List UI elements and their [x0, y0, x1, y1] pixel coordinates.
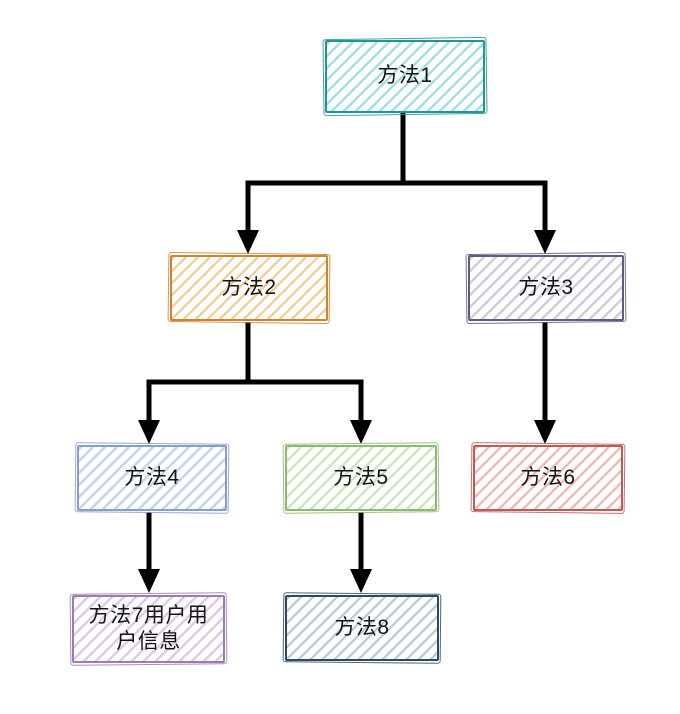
- edge-1-2-arrowhead-icon: [237, 230, 259, 254]
- edge-1-3-arrowhead-icon: [534, 230, 556, 254]
- edge-2-5: [245, 322, 364, 422]
- edge-3-6-arrowhead-icon: [534, 420, 556, 444]
- node-method-7: 方法7用户用户信息: [69, 592, 228, 666]
- node-label: 方法8: [334, 615, 390, 639]
- edge-1-3: [400, 112, 548, 232]
- node-method-1: 方法1: [322, 36, 488, 117]
- edge-5-8-arrowhead-icon: [350, 569, 372, 593]
- node-method-3: 方法3: [465, 252, 627, 324]
- node-label: 方法6: [520, 465, 576, 489]
- node-method-2: 方法2: [167, 252, 331, 324]
- edge-4-7-arrowhead-icon: [138, 569, 160, 593]
- edge-2-4: [146, 322, 251, 422]
- node-label: 方法4: [124, 465, 180, 489]
- node-method-4: 方法4: [74, 442, 230, 514]
- edge-2-5-arrowhead-icon: [350, 420, 372, 444]
- edge-2-4-arrowhead-icon: [138, 420, 160, 444]
- node-label: 方法7用户用户信息: [88, 603, 209, 653]
- node-method-5: 方法5: [282, 442, 440, 514]
- node-label: 方法3: [518, 275, 574, 299]
- node-label: 方法2: [221, 275, 277, 299]
- node-method-8: 方法8: [282, 592, 442, 664]
- node-method-6: 方法6: [470, 442, 626, 514]
- node-label: 方法1: [377, 64, 433, 88]
- edge-1-2: [245, 112, 406, 232]
- node-label: 方法5: [333, 465, 389, 489]
